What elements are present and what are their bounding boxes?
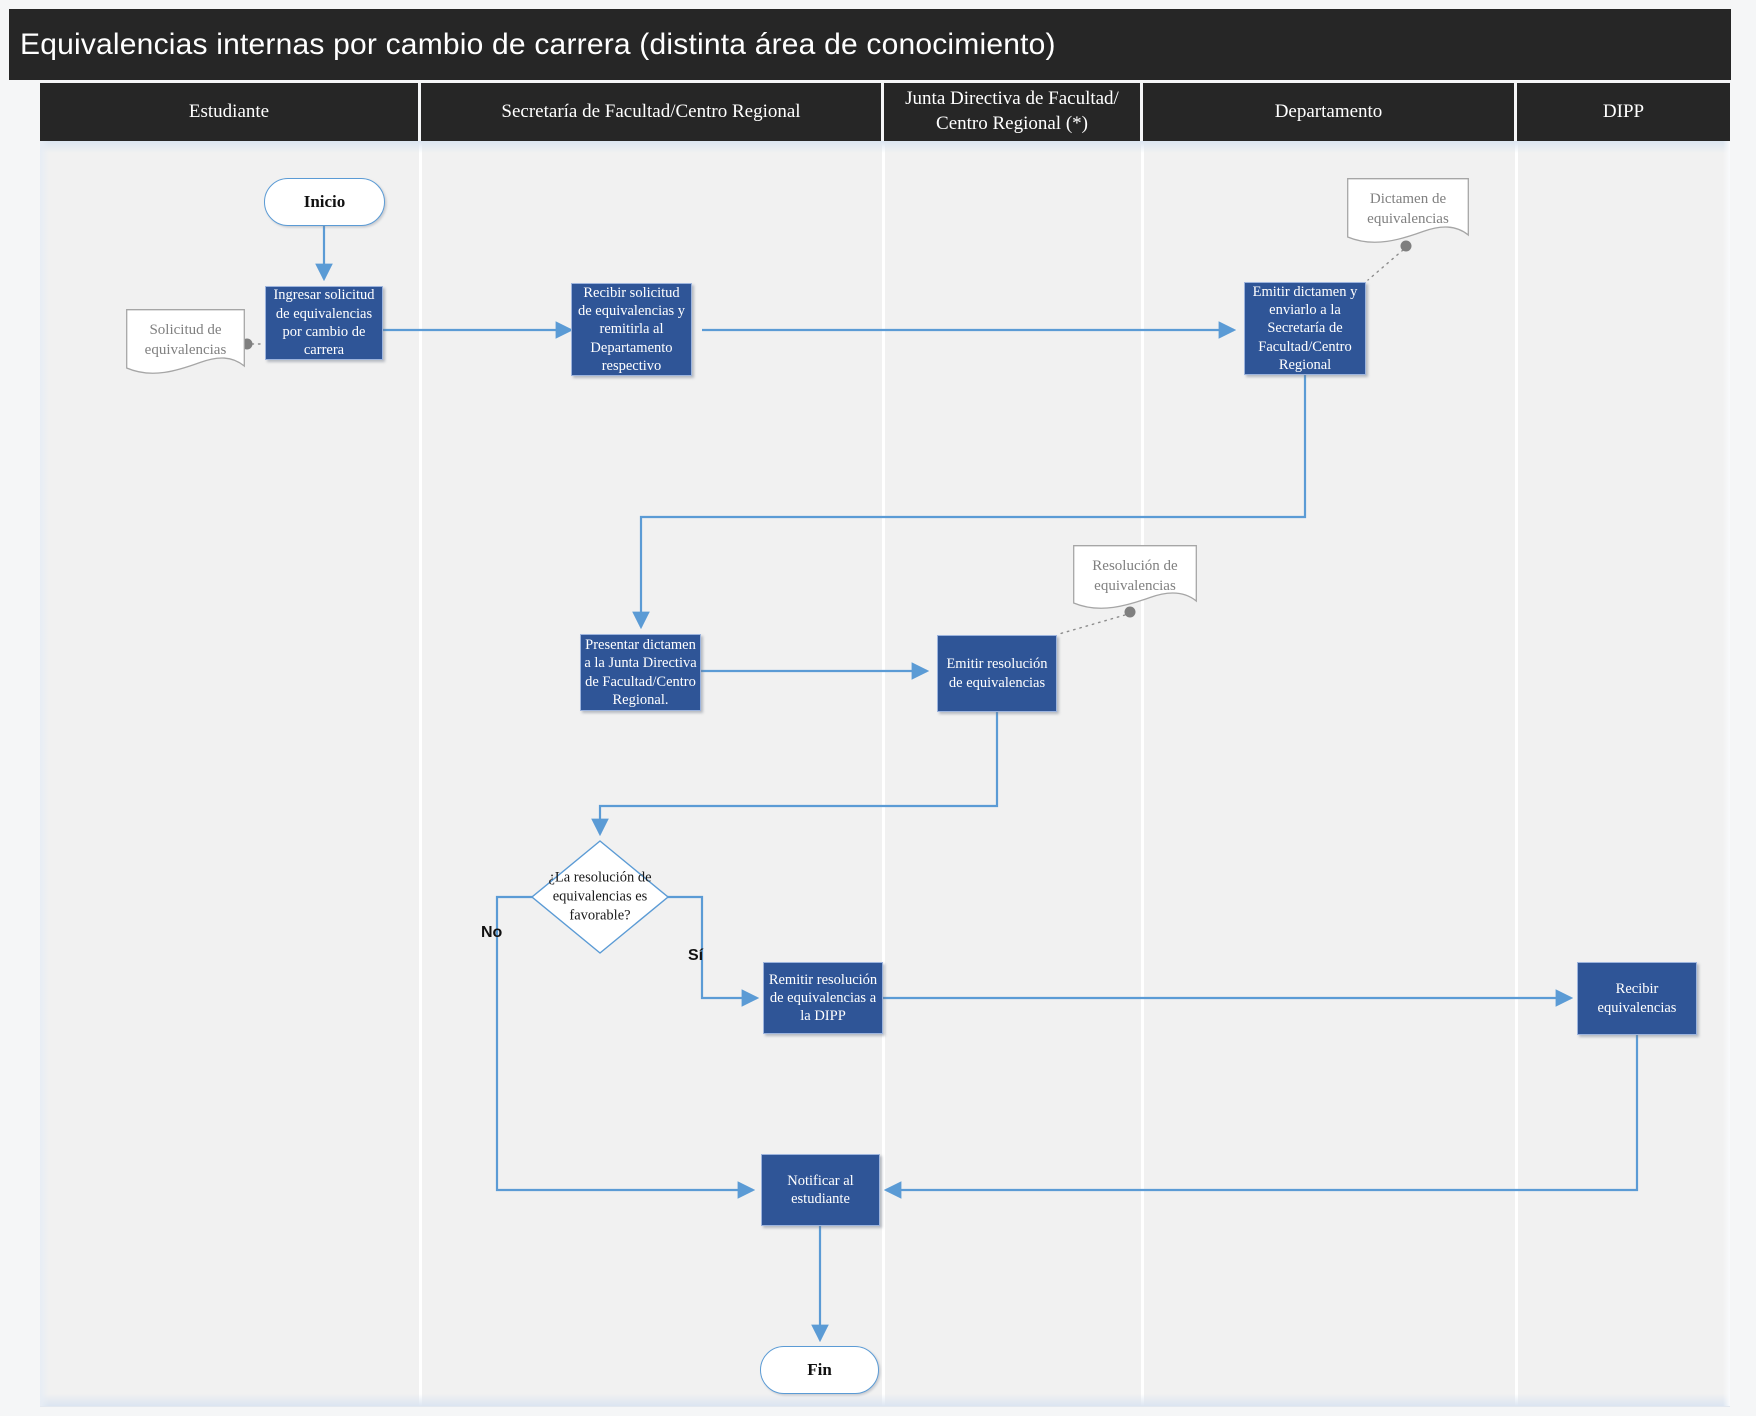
- lane-divider: [882, 141, 885, 1406]
- end-label: Fin: [807, 1360, 832, 1379]
- connector-emitir-dictamen-to-presentar: [632, 375, 1307, 630]
- ingresar-solicitud-node: Ingresar solicitud de equivalencias por …: [265, 286, 383, 360]
- flowchart-canvas: Inicio Solicitud de equivalencias Ingres…: [40, 141, 1730, 1407]
- lane-header-secretaria: Secretaría de Facultad/Centro Regional: [421, 83, 881, 141]
- recibir-equivalencias-node: Recibir equivalencias: [1577, 962, 1697, 1035]
- decision-favorable-label: ¿La resolución de equivalencias es favor…: [548, 869, 652, 924]
- recibir-equivalencias-label: Recibir equivalencias: [1597, 981, 1677, 1016]
- notificar-estudiante-label: Notificar al estudiante: [787, 1172, 854, 1207]
- branch-label-si: Sí: [688, 947, 704, 964]
- dotted-link-resolucion-doc: [1058, 614, 1126, 635]
- lane-header-dipp: DIPP: [1517, 83, 1730, 141]
- dotted-link-dictamen-doc: [1367, 249, 1404, 281]
- lane-label: Junta Directiva de Facultad/ Centro Regi…: [905, 88, 1119, 134]
- connector-decision-si-to-remitir: [667, 895, 760, 1007]
- emitir-resolucion-label: Emitir resolución de equivalencias: [946, 656, 1048, 691]
- presentar-dictamen-label: Presentar dictamen a la Junta Directiva …: [584, 636, 697, 708]
- end-node: Fin: [760, 1346, 879, 1394]
- diagram-title-bar: Equivalencias internas por cambio de car…: [9, 9, 1731, 80]
- accent-strip-top: [40, 141, 1730, 153]
- diagram-title: Equivalencias internas por cambio de car…: [20, 27, 1056, 61]
- connector-recibir-equivalencias-to-notificar: [883, 1035, 1639, 1199]
- remitir-resolucion-label: Remitir resolución de equivalencias a la…: [768, 971, 878, 1025]
- recibir-solicitud-label: Recibir solicitud de equivalencias y rem…: [577, 284, 686, 374]
- lane-label: Secretaría de Facultad/Centro Regional: [501, 100, 801, 122]
- solicitud-document: Solicitud de equivalencias: [126, 309, 245, 379]
- dictamen-document: Dictamen de equivalencias: [1347, 178, 1469, 248]
- lane-header-departamento: Departamento: [1143, 83, 1514, 141]
- accent-strip-bottom: [40, 1394, 1730, 1406]
- ingresar-solicitud-label: Ingresar solicitud de equivalencias por …: [273, 287, 375, 359]
- lane-label: Estudiante: [188, 100, 270, 122]
- lane-header-estudiante: Estudiante: [40, 83, 418, 141]
- emitir-dictamen-label: Emitir dictamen y enviarlo a la Secretar…: [1252, 283, 1358, 373]
- accent-strip-left: [40, 141, 49, 1406]
- branch-label-no: No: [481, 924, 503, 941]
- connector-emitir-resolucion-to-decision: [591, 712, 999, 837]
- resolucion-document: Resolución de equivalencias: [1073, 545, 1197, 614]
- accent-strip-right: [1723, 141, 1730, 1406]
- lane-label: DIPP: [1602, 100, 1645, 122]
- emitir-resolucion-node: Emitir resolución de equivalencias: [937, 635, 1057, 712]
- presentar-dictamen-node: Presentar dictamen a la Junta Directiva …: [580, 634, 701, 711]
- lane-divider: [1515, 141, 1518, 1406]
- remitir-resolucion-node: Remitir resolución de equivalencias a la…: [763, 962, 883, 1034]
- resolucion-document-label: Resolución de equivalencias: [1092, 558, 1178, 594]
- lane-label: Departamento: [1274, 100, 1383, 122]
- emitir-dictamen-node: Emitir dictamen y enviarlo a la Secretar…: [1244, 282, 1366, 375]
- recibir-solicitud-node: Recibir solicitud de equivalencias y rem…: [571, 283, 692, 376]
- start-label: Inicio: [303, 192, 346, 211]
- decision-favorable-node: ¿La resolución de equivalencias es favor…: [531, 840, 669, 954]
- lane-divider: [419, 141, 422, 1406]
- lane-header-junta: Junta Directiva de Facultad/ Centro Regi…: [884, 83, 1140, 141]
- notificar-estudiante-node: Notificar al estudiante: [761, 1154, 880, 1226]
- start-node: Inicio: [264, 178, 385, 226]
- dictamen-document-label: Dictamen de equivalencias: [1367, 191, 1449, 227]
- solicitud-document-label: Solicitud de equivalencias: [144, 322, 227, 358]
- lane-divider: [1141, 141, 1144, 1406]
